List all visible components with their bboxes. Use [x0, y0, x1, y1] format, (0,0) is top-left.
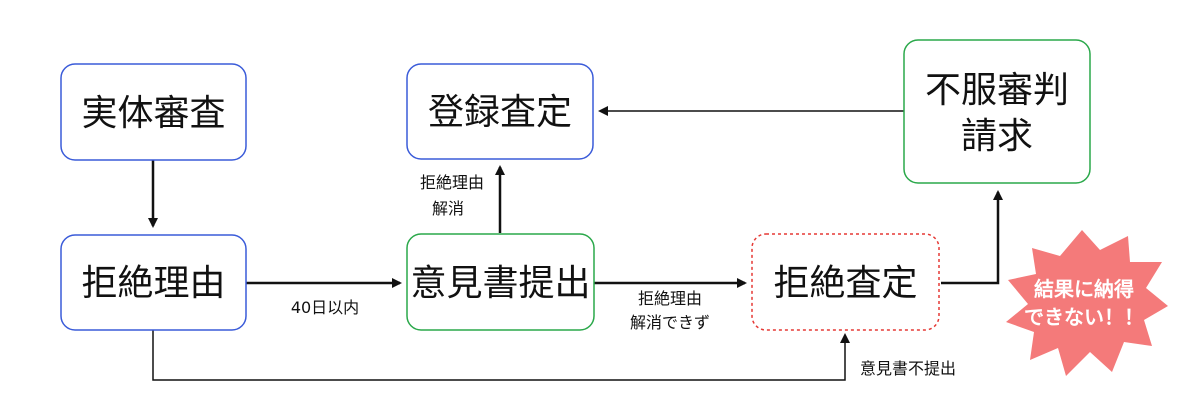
node-label-line-2: 請求 — [961, 116, 1033, 157]
node-ikensho-teishutsu: 意見書提出 — [406, 233, 595, 331]
node-jittai-shinsa: 実体審査 — [60, 63, 247, 161]
connectors — [148, 106, 1003, 381]
node-label: 拒絶査定 — [773, 263, 917, 304]
node-box — [406, 233, 595, 331]
node-label: 拒絶理由 — [81, 263, 225, 304]
burst-text-line-2: できない！！ — [1024, 305, 1144, 329]
node-label: 意見書提出 — [410, 263, 590, 304]
node-kyozetsu-riyu: 拒絶理由 — [60, 234, 247, 331]
arrow-kyozetsu-riyu-to-kyozetsu-satei — [152, 330, 850, 381]
node-label: 実体審査 — [81, 93, 225, 134]
node-kyozetsu-satei: 拒絶査定 — [751, 233, 940, 331]
label-within-40-days: 40日以内 — [291, 298, 359, 317]
node-box — [60, 234, 247, 331]
burst-text-line-1: 結果に納得 — [1034, 277, 1134, 301]
node-box — [751, 233, 940, 331]
node-box — [903, 39, 1091, 184]
label-no-opinion: 意見書不提出 — [860, 359, 956, 378]
node-box — [406, 63, 594, 160]
label-reason-resolved-line-1: 拒絶理由 — [420, 173, 484, 192]
label-reason-resolved-line-2: 解消 — [432, 199, 464, 218]
node-label: 登録査定 — [428, 92, 572, 133]
burst-callout: 結果に納得 できない！！ — [1006, 230, 1168, 376]
node-fufuku-shinpan: 不服審判 請求 — [903, 39, 1091, 184]
burst-shape — [1006, 230, 1168, 376]
label-not-resolved-line-1: 拒絶理由 — [638, 289, 702, 308]
label-not-resolved-line-2: 解消できず — [630, 313, 710, 332]
node-box — [60, 63, 247, 161]
node-label-line-1: 不服審判 — [925, 70, 1069, 111]
arrow-kyozetsu-satei-to-fufuku — [941, 190, 1003, 285]
node-toroku-satei: 登録査定 — [406, 63, 594, 160]
